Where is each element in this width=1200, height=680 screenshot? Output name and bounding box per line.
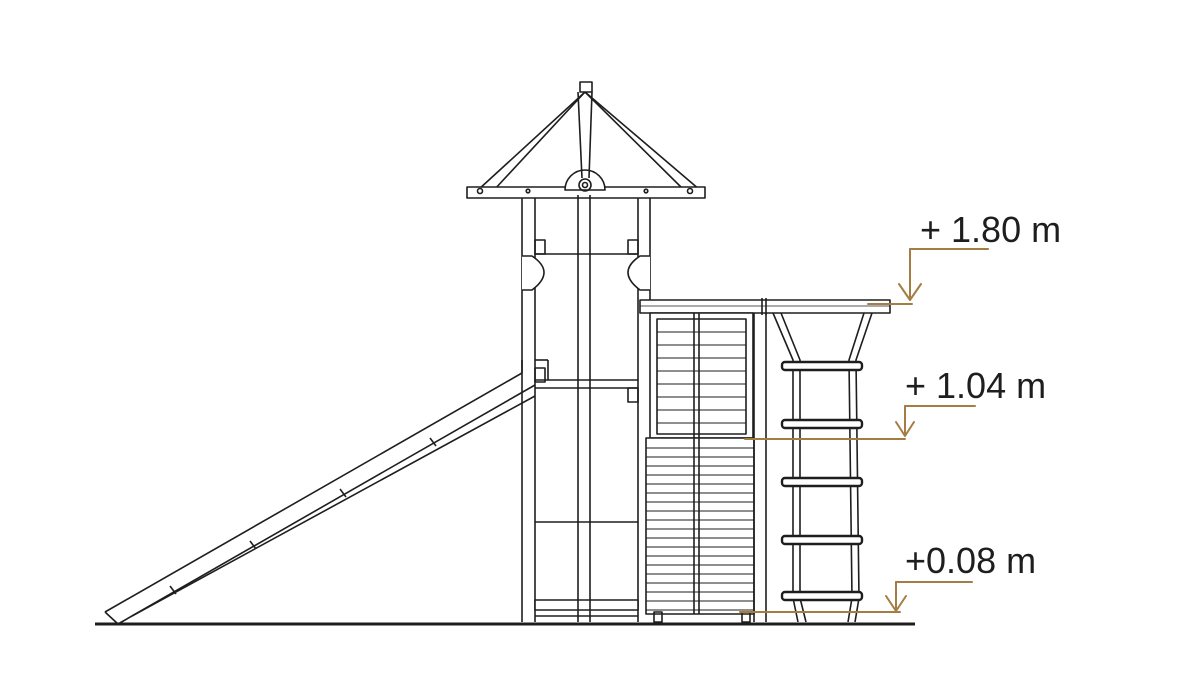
ladder-rung [780, 534, 864, 546]
ladder-rung [780, 360, 864, 372]
tapered-ladder [772, 312, 873, 623]
upper-wall-panel [649, 312, 754, 439]
level-label-104: + 1.04 m [905, 365, 1047, 406]
center-pole [577, 195, 591, 622]
left-grip [522, 255, 545, 291]
lower-wall-slats [646, 447, 754, 611]
ladder-rung [780, 590, 864, 602]
level-marker-008 [739, 581, 973, 613]
level-label-008: +0.08 m [905, 540, 1037, 581]
ladder-rung [780, 418, 864, 430]
right-grip [627, 255, 650, 291]
level-marker-180 [867, 248, 989, 305]
level-label-180: + 1.80 m [920, 209, 1062, 250]
ladder-rung [780, 476, 864, 488]
tower-roof [466, 81, 706, 199]
slide [104, 359, 549, 625]
tower-posts [521, 198, 651, 622]
ladder-rungs [780, 360, 864, 602]
lower-wall-panel [645, 437, 755, 623]
deck-platform [639, 298, 891, 315]
right-deck-posts [753, 313, 767, 622]
upper-wall-slats [657, 331, 746, 424]
level-marker-104 [744, 405, 976, 440]
